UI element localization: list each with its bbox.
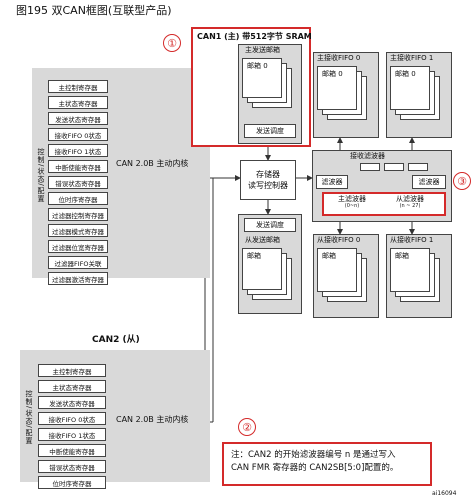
marker-3: ③: [453, 172, 471, 190]
slave-tx-mailbox-label: 从发送邮箱: [245, 236, 280, 244]
figure-title: 图195 双CAN框图(互联型产品): [16, 4, 172, 17]
register-item[interactable]: 接收FIFO 1状态: [48, 144, 108, 157]
register-item[interactable]: 位时序寄存器: [48, 192, 108, 205]
marker-1: ①: [163, 34, 181, 52]
receive-filters-label: 接收滤波器: [350, 152, 385, 160]
fifo1-mailbox[interactable]: 邮箱 0: [390, 66, 430, 110]
tx-scheduler: 发送调度: [244, 124, 296, 138]
register-item[interactable]: 过滤器模式寄存器: [48, 224, 108, 237]
slave-fifo0-mailbox[interactable]: 邮箱: [317, 248, 357, 292]
figure-id: ai16094: [432, 490, 457, 497]
note-box: 注：CAN2 的开始滤波器编号 n 是通过写入 CAN FMR 寄存器的 CAN…: [222, 442, 432, 486]
filter-bank: [360, 163, 380, 171]
register-item[interactable]: 主控制寄存器: [48, 80, 108, 93]
can1-core-label: CAN 2.0B 主动内核: [116, 159, 189, 168]
tx-mailbox-label: 主发送邮箱: [245, 46, 280, 54]
register-item[interactable]: 位时序寄存器: [38, 476, 106, 489]
memory-controller: 存储器 读写控制器: [240, 160, 296, 200]
register-item[interactable]: 过滤器位宽寄存器: [48, 240, 108, 253]
note-line-1: 注：CAN2 的开始滤波器编号 n 是通过写入: [231, 450, 396, 460]
fifo0-mailbox[interactable]: 邮箱 0: [317, 66, 357, 110]
can2-title: CAN2 (从): [92, 335, 140, 345]
slave-filters: 从滤波器 (n ~ 27): [396, 195, 424, 209]
slave-tx-scheduler: 发送调度: [244, 218, 296, 232]
register-item[interactable]: 发送状态寄存器: [38, 396, 106, 409]
register-item[interactable]: 过滤器控制寄存器: [48, 208, 108, 221]
register-item[interactable]: 主控制寄存器: [38, 364, 106, 377]
filter-bank: [408, 163, 428, 171]
register-item[interactable]: 中断使能寄存器: [38, 444, 106, 457]
register-item[interactable]: 主状态寄存器: [38, 380, 106, 393]
can1-sram-title: CAN1 (主) 带512字节 SRAM: [197, 32, 312, 41]
can2-core-label: CAN 2.0B 主动内核: [116, 415, 189, 424]
can1-side-label: 控制/状态/配置: [37, 147, 45, 203]
register-item[interactable]: 过滤器激活寄存器: [48, 272, 108, 285]
register-item[interactable]: 接收FIFO 0状态: [48, 128, 108, 141]
register-item[interactable]: 接收FIFO 1状态: [38, 428, 106, 441]
slave-fifo0-label: 从接收FIFO 0: [317, 236, 361, 244]
register-item[interactable]: 发送状态寄存器: [48, 112, 108, 125]
master-fifo1-label: 主接收FIFO 1: [390, 54, 434, 62]
filter-right: 滤波器: [412, 175, 446, 189]
filter-left: 滤波器: [316, 175, 348, 189]
filter-split-box: [322, 192, 446, 216]
master-fifo0-label: 主接收FIFO 0: [317, 54, 361, 62]
register-item[interactable]: 中断使能寄存器: [48, 160, 108, 173]
note-line-2: CAN FMR 寄存器的 CAN2SB[5:0]配置的。: [231, 462, 399, 473]
tx-mailbox[interactable]: 邮箱 0: [242, 58, 282, 98]
master-filters: 主滤波器 (0~n): [338, 195, 366, 209]
register-item[interactable]: 过滤器FIFO关联: [48, 256, 108, 269]
filter-bank: [384, 163, 404, 171]
slave-fifo1-mailbox[interactable]: 邮箱: [390, 248, 430, 292]
register-item[interactable]: 错误状态寄存器: [38, 460, 106, 473]
slave-tx-mailbox[interactable]: 邮箱: [242, 248, 282, 290]
marker-2: ②: [238, 418, 256, 436]
slave-fifo1-label: 从接收FIFO 1: [390, 236, 434, 244]
register-item[interactable]: 主状态寄存器: [48, 96, 108, 109]
register-item[interactable]: 接收FIFO 0状态: [38, 412, 106, 425]
register-item[interactable]: 错误状态寄存器: [48, 176, 108, 189]
can2-register-list: 主控制寄存器 主状态寄存器 发送状态寄存器 接收FIFO 0状态 接收FIFO …: [38, 364, 106, 489]
can2-side-label: 控制/状态/配置: [25, 390, 33, 445]
can1-register-list: 主控制寄存器 主状态寄存器 发送状态寄存器 接收FIFO 0状态 接收FIFO …: [48, 80, 108, 285]
